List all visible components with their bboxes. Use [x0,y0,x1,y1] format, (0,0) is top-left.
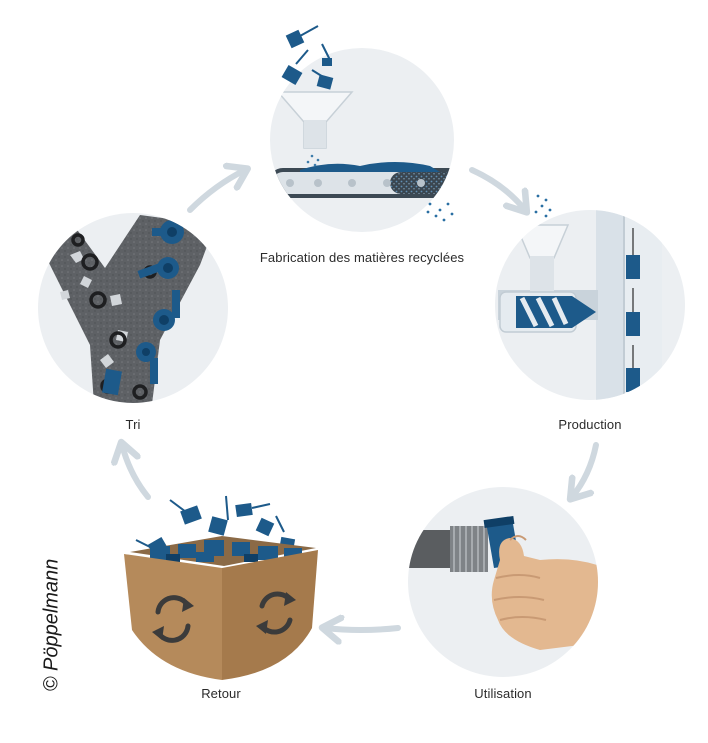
arrow-production-to-utilisation [572,442,599,497]
stage-label-tri: Tri [125,417,141,432]
cycle-arrows [122,167,599,630]
arrow-tri-to-fabrication [187,170,245,213]
copyright-notice: © Pöppelmann [40,558,63,692]
stage-utilisation-illustration [408,487,598,677]
stage-label-production: Production [558,417,622,432]
stage-label-utilisation: Utilisation [474,686,532,701]
stage-tri-illustration [38,213,228,403]
stage-label-fabrication: Fabrication des matières recyclées [259,250,465,265]
stage-label-retour: Retour [201,686,241,701]
stage-production-illustration [495,194,685,400]
arrow-fabrication-to-production [469,167,525,210]
stage-retour-illustration [124,495,318,680]
arrow-utilisation-to-retour [325,628,401,630]
arrow-retour-to-tri [122,445,151,500]
stage-fabrication-illustration [270,25,454,232]
